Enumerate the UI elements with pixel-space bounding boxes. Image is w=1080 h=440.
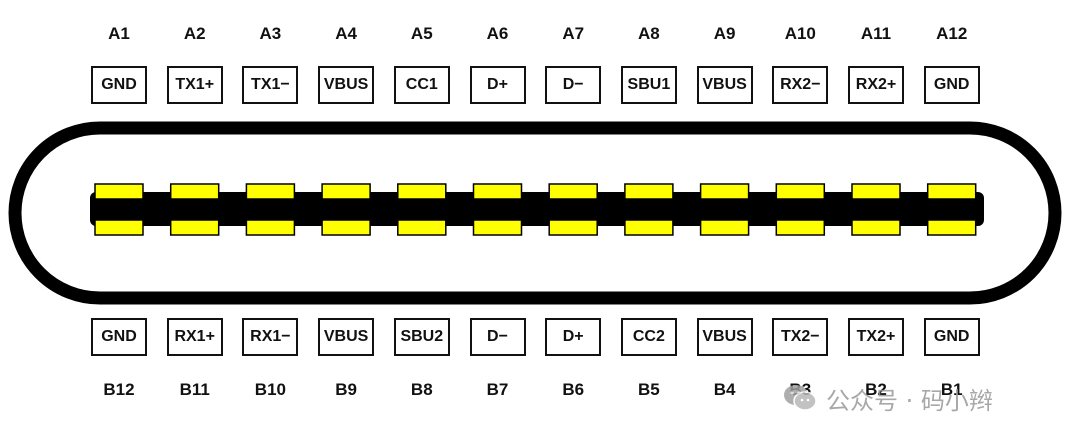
contact-top-a1 — [94, 183, 144, 200]
pin-label-a7: A7 — [562, 24, 585, 43]
pin-label-b12: B12 — [103, 380, 135, 399]
contact-group — [94, 183, 977, 236]
pin-label-a9: A9 — [713, 24, 736, 43]
signal-box-b1: GND — [923, 318, 980, 356]
signal-box-b3: TX2− — [772, 318, 829, 356]
contact-top-a12 — [926, 183, 977, 200]
pin-label-a12: A12 — [936, 24, 968, 43]
contact-bottom-b8 — [397, 219, 447, 236]
signal-box-b6: D+ — [545, 318, 602, 356]
contact-bottom-b1 — [926, 219, 977, 236]
contact-bottom-b10 — [245, 219, 296, 236]
pin-label-a4: A4 — [335, 24, 357, 43]
pin-label-a11: A11 — [860, 24, 892, 43]
contact-bottom-b11 — [169, 219, 220, 236]
signal-box-a3: TX1− — [242, 66, 299, 104]
contact-top-a10 — [775, 183, 826, 200]
contact-bottom-b4 — [699, 219, 750, 236]
pin-label-b11: B11 — [179, 380, 210, 399]
signal-box-b4: VBUS — [696, 318, 753, 356]
pin-label-a8: A8 — [638, 24, 660, 43]
watermark: 公众号 · 码小辫 — [782, 378, 993, 418]
pin-label-b5: B5 — [638, 380, 660, 399]
signal-box-a6: D+ — [469, 66, 526, 104]
pin-label-a2: A2 — [183, 24, 206, 43]
tongue — [90, 192, 984, 226]
signal-box-a5: CC1 — [393, 66, 450, 104]
contact-top-a8 — [624, 183, 674, 200]
contact-top-a4 — [321, 183, 371, 200]
signal-box-b2: TX2+ — [848, 318, 904, 356]
signal-box-a10: RX2− — [772, 66, 829, 104]
pin-label-a3: A3 — [259, 24, 282, 43]
contact-top-a5 — [397, 183, 447, 200]
contact-top-a6 — [472, 183, 523, 200]
pin-label-b8: B8 — [410, 380, 433, 399]
signal-box-b8: SBU2 — [393, 318, 450, 356]
pin-label-b6: B6 — [562, 380, 585, 399]
contact-bottom-b2 — [851, 219, 901, 236]
signal-box-a9: VBUS — [696, 66, 753, 104]
pin-label-b4: B4 — [713, 380, 736, 399]
pin-label-b10: B10 — [254, 380, 286, 399]
signal-box-b9: VBUS — [318, 318, 375, 356]
contact-bottom-b12 — [94, 219, 144, 236]
signal-box-a7: D− — [545, 66, 602, 104]
contact-top-a11 — [851, 183, 901, 200]
contact-bottom-b5 — [624, 219, 674, 236]
watermark-text: 公众号 · 码小辫 — [826, 386, 993, 415]
pin-label-b2: B2 — [865, 380, 887, 399]
signal-box-a1: GND — [91, 66, 147, 104]
pin-label-a10: A10 — [784, 24, 816, 43]
pin-label-b9: B9 — [335, 380, 357, 399]
pin-label-b7: B7 — [486, 380, 509, 399]
contact-bottom-b6 — [548, 219, 598, 236]
signal-box-a11: RX2+ — [848, 66, 904, 104]
contact-bottom-b7 — [472, 219, 523, 236]
wechat-logo-icon — [784, 385, 817, 411]
signal-box-b10: RX1− — [242, 318, 299, 356]
signal-box-a12: GND — [923, 66, 980, 104]
signal-box-b11: RX1+ — [166, 318, 223, 356]
contact-bottom-b3 — [775, 219, 826, 236]
contact-bottom-b9 — [321, 219, 371, 236]
signal-box-b7: D− — [469, 318, 526, 356]
signal-box-a8: SBU1 — [620, 66, 677, 104]
signal-box-a4: VBUS — [318, 66, 375, 104]
contact-top-a3 — [245, 183, 296, 200]
pin-label-a1: A1 — [108, 24, 130, 43]
contact-top-a2 — [169, 183, 220, 200]
pin-label-a5: A5 — [410, 24, 433, 43]
contact-top-a9 — [699, 183, 750, 200]
signal-box-a2: TX1+ — [166, 66, 223, 104]
contact-top-a7 — [548, 183, 598, 200]
pin-label-a6: A6 — [486, 24, 509, 43]
signal-box-b12: GND — [91, 318, 147, 356]
pin-label-b1: B1 — [940, 380, 963, 399]
signal-box-b5: CC2 — [620, 318, 677, 356]
